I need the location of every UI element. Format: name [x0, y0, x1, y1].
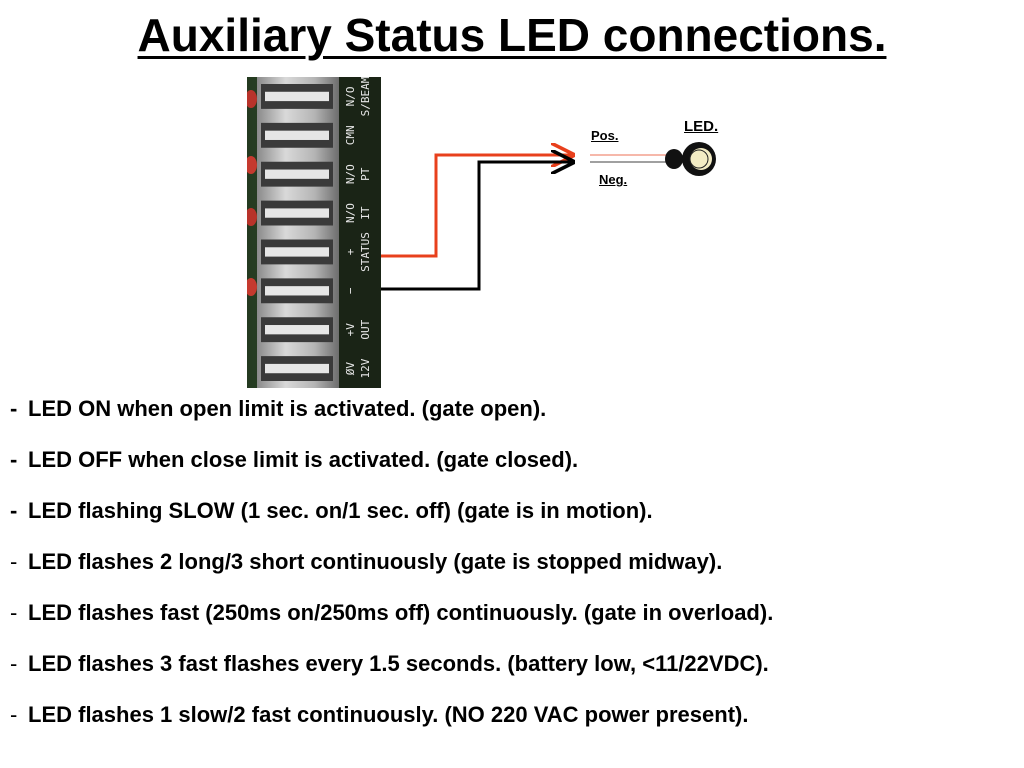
terminal-contact	[265, 208, 329, 218]
terminal-label: IT	[359, 206, 372, 220]
bullet-dash: -	[10, 447, 18, 472]
terminal-label: −	[344, 287, 357, 294]
terminal-contact	[265, 286, 329, 296]
terminal-label: PT	[359, 167, 372, 181]
list-item: -LED flashes 1 slow/2 fast continuously.…	[10, 700, 1020, 751]
negative-wire	[381, 162, 572, 291]
terminal-label: CMN	[344, 125, 357, 145]
terminal-label: ØV	[344, 362, 357, 376]
bullet-dash: -	[10, 702, 18, 727]
status-description-text: LED ON when open limit is activated. (ga…	[28, 396, 547, 421]
negative-label: Neg.	[599, 172, 628, 187]
terminal-contact	[265, 363, 329, 374]
positive-wire	[381, 155, 572, 258]
terminal-label: N/O	[344, 164, 357, 184]
status-description-text: LED OFF when close limit is activated. (…	[28, 447, 579, 472]
led-icon	[665, 142, 716, 176]
status-description-text: LED flashes fast (250ms on/250ms off) co…	[28, 600, 774, 625]
bullet-dash: -	[10, 600, 18, 625]
terminal-contact	[265, 130, 329, 140]
list-item: -LED flashes 3 fast flashes every 1.5 se…	[10, 649, 1020, 700]
page-title: Auxiliary Status LED connections.	[137, 9, 887, 61]
terminal-contact	[265, 247, 329, 257]
terminal-contact	[265, 91, 329, 102]
terminal-label: 12V	[359, 358, 372, 378]
terminal-label: N/O	[344, 203, 357, 223]
led-label: LED.	[684, 118, 719, 135]
terminal-label: STATUS	[359, 232, 372, 272]
terminal-label: OUT	[359, 319, 372, 339]
list-item: -LED flashing SLOW (1 sec. on/1 sec. off…	[10, 496, 1020, 547]
bullet-dash: -	[10, 396, 18, 421]
bullet-dash: -	[10, 549, 18, 574]
bullet-dash: -	[10, 651, 18, 676]
terminal-label: S/BEAM	[359, 77, 372, 116]
status-description-text: LED flashing SLOW (1 sec. on/1 sec. off)…	[28, 498, 653, 523]
list-item: -LED ON when open limit is activated. (g…	[10, 394, 1020, 445]
list-item: -LED OFF when close limit is activated. …	[10, 445, 1020, 496]
status-description-text: LED flashes 2 long/3 short continuously …	[28, 549, 723, 574]
list-item: -LED flashes fast (250ms on/250ms off) c…	[10, 598, 1020, 649]
status-description-list: -LED ON when open limit is activated. (g…	[10, 394, 1020, 751]
terminal-contact	[265, 325, 329, 335]
bullet-dash: -	[10, 498, 18, 523]
status-description-text: LED flashes 3 fast flashes every 1.5 sec…	[28, 651, 769, 676]
terminal-contact	[265, 169, 329, 179]
positive-label: Pos.	[591, 128, 619, 143]
list-item: -LED flashes 2 long/3 short continuously…	[10, 547, 1020, 598]
terminal-label: +V	[344, 323, 357, 337]
terminal-label: +	[344, 248, 357, 255]
status-description-text: LED flashes 1 slow/2 fast continuously. …	[28, 702, 749, 727]
terminal-label: N/O	[344, 87, 357, 107]
